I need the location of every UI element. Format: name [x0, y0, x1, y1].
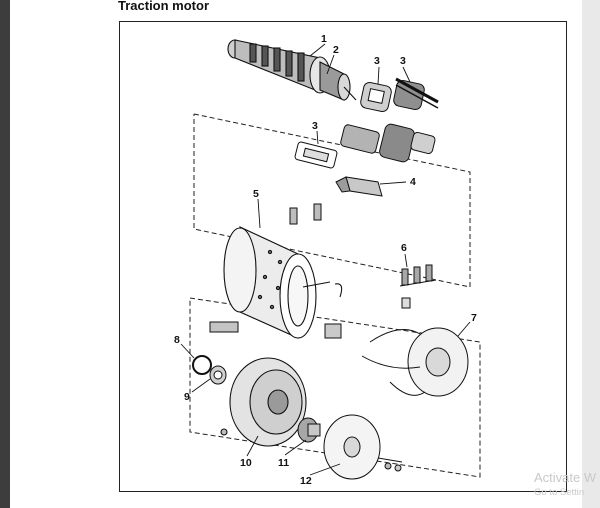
callout-3a: 3 — [374, 55, 380, 67]
dashed-plate-upper — [193, 113, 471, 288]
scroll-gutter[interactable] — [582, 0, 600, 508]
snap-ring-bearing-drawing — [192, 321, 239, 385]
pole-shoe-drawing — [335, 176, 383, 197]
end-housing-drawing — [220, 357, 307, 447]
callout-5: 5 — [253, 188, 259, 200]
activation-watermark: Activate W Go to Settin — [534, 470, 596, 498]
exploded-diagram: 1 2 3 3 3 4 5 6 7 8 9 10 11 12 — [174, 33, 481, 487]
armature-drawing — [227, 39, 357, 101]
brush-holder-drawing — [324, 297, 469, 397]
section-title: Traction motor — [118, 0, 210, 13]
callout-12: 12 — [300, 475, 312, 487]
callout-9: 9 — [184, 391, 190, 403]
brush-set-drawing — [399, 264, 437, 287]
exploded-diagram-frame: 1 2 3 3 3 4 5 6 7 8 9 10 11 12 — [119, 21, 567, 492]
coupling-drawing — [297, 417, 321, 443]
motor-frame-drawing — [223, 226, 343, 339]
callout-3c: 3 — [312, 120, 318, 132]
callout-6: 6 — [401, 242, 407, 254]
leader-lines — [180, 43, 471, 476]
brake-disc-drawing — [323, 414, 403, 480]
watermark-line-1: Activate W — [534, 470, 597, 485]
field-bolts-drawing — [289, 203, 322, 225]
field-coil-upper-drawing — [360, 77, 439, 113]
callout-4: 4 — [410, 176, 416, 188]
callout-2: 2 — [333, 44, 339, 56]
callout-11: 11 — [278, 457, 289, 469]
watermark-line-2: Go to Settin — [534, 487, 585, 498]
dashed-plate-lower — [189, 297, 481, 478]
callout-10: 10 — [240, 457, 252, 469]
field-coil-lower-drawing — [294, 123, 436, 169]
callout-7: 7 — [471, 312, 477, 324]
callout-1: 1 — [321, 33, 327, 45]
callout-3b: 3 — [400, 55, 406, 67]
callout-8: 8 — [174, 334, 180, 346]
